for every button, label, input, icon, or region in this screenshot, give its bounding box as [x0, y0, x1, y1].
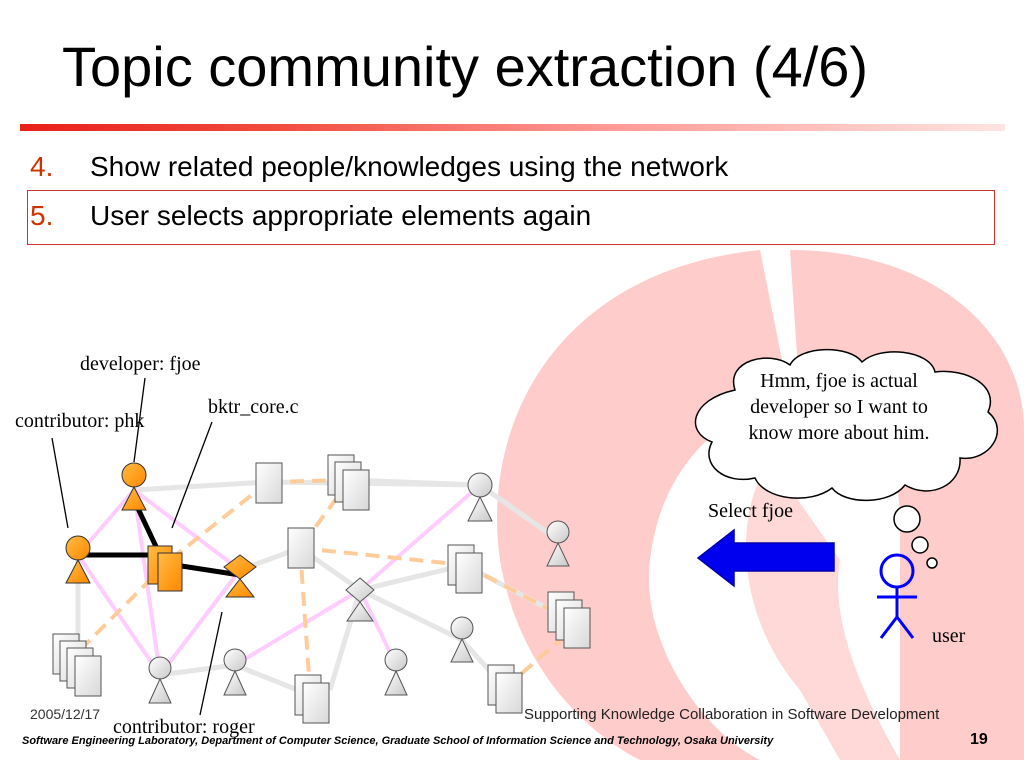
leader-lines [51, 377, 223, 716]
page-number: 19 [970, 731, 988, 748]
footer-date: 2005/12/17 [30, 706, 101, 722]
document-stack [447, 544, 483, 594]
document-node-bktr [147, 545, 183, 592]
person-node [450, 616, 474, 663]
document-stack [487, 664, 523, 714]
bullet-text: Show related people/knowledges using the… [90, 151, 729, 182]
user-figure [877, 553, 917, 639]
person-node [223, 648, 247, 696]
person-node [148, 656, 172, 704]
label-file: bktr_core.c [208, 396, 299, 418]
document-node [255, 462, 283, 504]
document-nodes [52, 454, 591, 724]
document-stack [547, 591, 591, 649]
person-node [467, 472, 493, 522]
person-node-roger [223, 554, 257, 598]
person-nodes [148, 472, 570, 704]
person-node [546, 520, 570, 567]
document-stack [327, 454, 370, 511]
person-node [384, 648, 408, 696]
person-node-fjoe [121, 462, 147, 511]
bullet-number: 4. [30, 151, 54, 182]
label-select: Select fjoe [708, 500, 793, 522]
bullet-5: 5. User selects appropriate elements agai… [30, 200, 591, 232]
label-contributor-phk: contributor: phk [15, 410, 145, 432]
dashed-edges [78, 478, 562, 691]
label-developer: developer: fjoe [80, 353, 201, 375]
diamond-person-node [345, 577, 375, 622]
thought-cloud [694, 348, 999, 569]
thought-text: Hmm, fjoe is actual developer so I want … [748, 370, 930, 444]
label-user: user [932, 625, 966, 647]
document-stack [52, 633, 102, 697]
select-arrow [696, 528, 835, 588]
footer-lab: Software Engineering Laboratory, Departm… [22, 735, 774, 747]
bullet-5-highlight-box [27, 190, 995, 245]
document-stack [294, 674, 330, 724]
bullet-number: 5. [30, 200, 54, 231]
label-contributor-roger: contributor: roger [113, 716, 255, 738]
bullet-4: 4. Show related people/knowledges using t… [30, 151, 728, 183]
bullet-text: User selects appropriate elements again [90, 200, 592, 231]
title-rule [20, 124, 1005, 131]
document-node [287, 527, 315, 569]
highlight-nodes [65, 462, 257, 598]
slide-title: Topic community extraction (4/6) [62, 35, 869, 98]
footer-title: Supporting Knowledge Collaboration in So… [524, 706, 940, 723]
person-node-phk [65, 535, 91, 584]
